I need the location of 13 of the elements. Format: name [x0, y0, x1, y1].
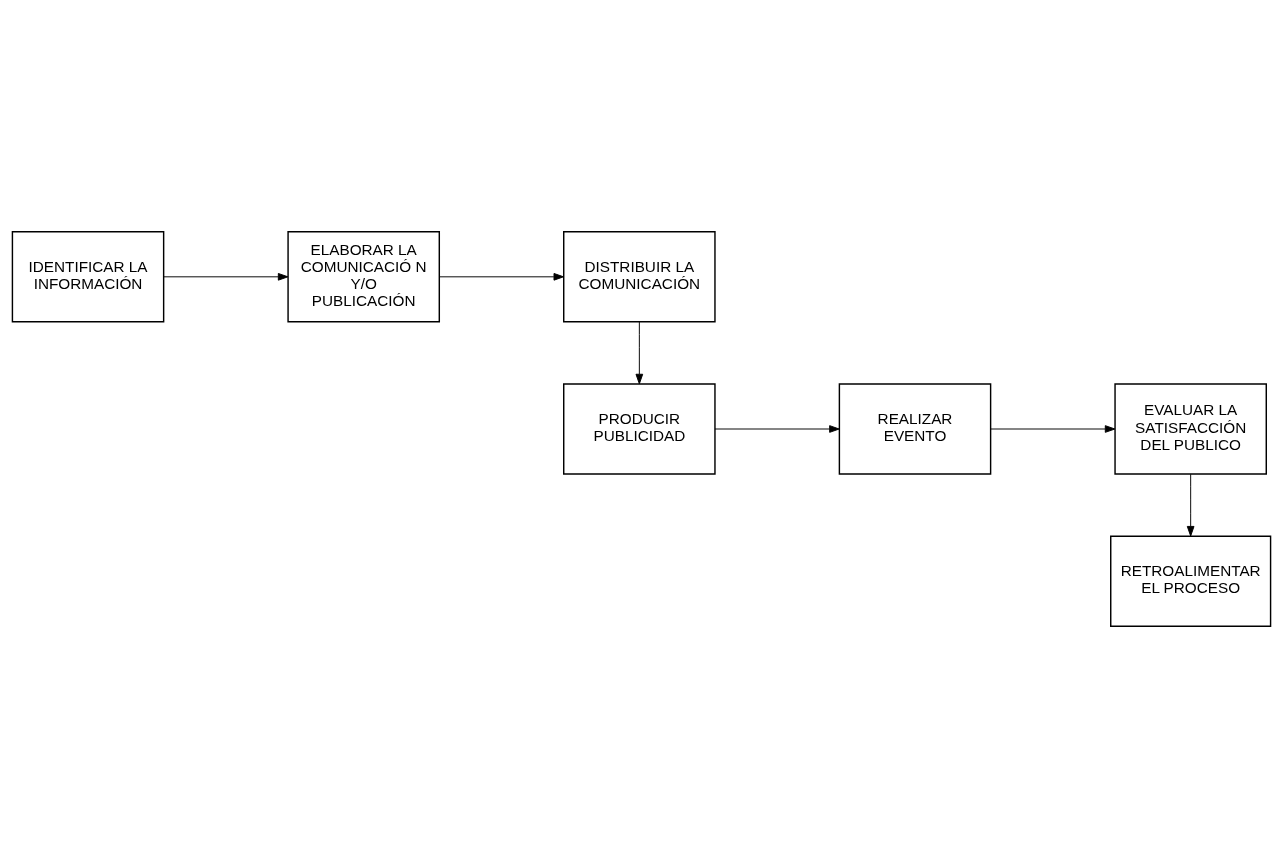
- arrow: [1186, 473, 1195, 537]
- node-box: IDENTIFICAR LA INFORMACIÓN: [11, 231, 165, 323]
- node-box: REALIZAR EVENTO: [838, 383, 992, 475]
- arrow: [714, 425, 840, 433]
- arrow: [438, 272, 565, 281]
- arrow: [990, 425, 1116, 433]
- node-box: ELABORAR LA COMUNICACIÓ N Y/O PUBLICACIÓN: [287, 231, 441, 323]
- arrow: [635, 321, 644, 385]
- node-box: RETROALIMENTAR EL PROCESO: [1110, 535, 1272, 627]
- node-box: EVALUAR LA SATISFACCIÓN DEL PUBLICO: [1114, 383, 1267, 475]
- node-box: PRODUCIR PUBLICIDAD: [563, 383, 716, 475]
- arrow: [163, 272, 289, 281]
- node-box: DISTRIBUIR LA COMUNICACIÓN: [563, 231, 716, 323]
